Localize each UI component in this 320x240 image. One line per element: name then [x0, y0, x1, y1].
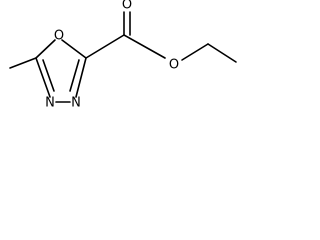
- ring-bond-c5-n4: [35, 57, 51, 98]
- bond-ester-oxygen-ch2: [181, 43, 209, 61]
- ring-bond-o1-c2: [61, 39, 87, 59]
- ring-bond-c5-o1: [35, 39, 56, 59]
- nitrogen-left-label: N: [45, 96, 55, 111]
- nitrogen-right-label: N: [71, 96, 81, 111]
- ring-oxygen-label: O: [54, 29, 64, 44]
- ring-bond-c5-n4-double: [42, 59, 55, 92]
- bond-carbonyl-ester-oxygen: [123, 34, 166, 59]
- ring-bond-n3-c2: [75, 57, 87, 98]
- bond-c2-carbonyl: [85, 34, 125, 59]
- methyl-bond: [9, 57, 37, 69]
- ring-bond-n3-c2-double: [69, 59, 80, 92]
- ester-oxygen-label: O: [169, 58, 179, 73]
- structure-diagram: O O O N N: [9, 0, 237, 111]
- bond-ethyl: [207, 43, 237, 63]
- molecule-canvas: O O O N N: [0, 0, 248, 126]
- carbonyl-oxygen-label: O: [122, 0, 132, 13]
